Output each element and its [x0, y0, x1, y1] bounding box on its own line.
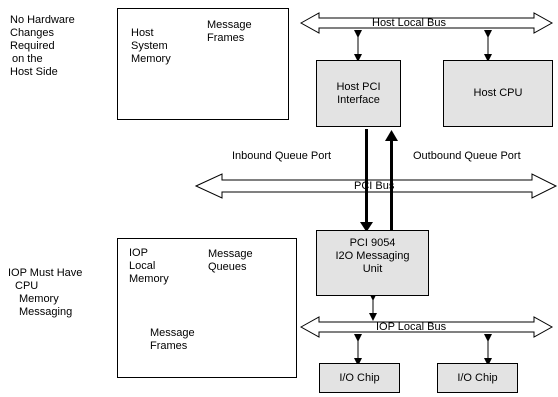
- iop-local-bus-label: IOP Local Bus: [376, 321, 447, 333]
- iop-queues-label: Message Queues: [208, 248, 253, 274]
- host-pci-interface-box: [316, 60, 401, 127]
- iop-memory-title-line: IOP: [129, 247, 148, 259]
- note-line: Host Side: [10, 66, 58, 78]
- pci-bus-label: PCI Bus: [354, 180, 395, 192]
- host-frames-label-line: Frames: [207, 32, 245, 44]
- outbound-queue-port-label: Outbound Queue Port: [413, 150, 521, 162]
- iop-frames-label: Message Frames: [150, 327, 195, 353]
- iop-local-bus: [299, 316, 554, 338]
- host-memory-title: Host System Memory: [131, 27, 171, 66]
- host-memory-title-line: Memory: [131, 53, 171, 65]
- iop-memory-title-line: Local: [129, 260, 156, 272]
- inbound-queue-port-label: Inbound Queue Port: [232, 150, 332, 162]
- host-local-bus: [299, 12, 554, 34]
- pci-bus: [194, 173, 558, 199]
- note-line: Memory: [19, 293, 59, 305]
- host-cpu-box: [443, 60, 553, 127]
- pci9054-label: PCI 9054 I2O Messaging Unit: [316, 237, 429, 276]
- host-pci-label-line: Host PCI: [336, 81, 381, 93]
- note-line: on the: [12, 53, 43, 65]
- iop-queues-label-line: Queues: [208, 261, 247, 273]
- host-system-memory-box: [117, 8, 289, 120]
- note-line: Messaging: [19, 306, 73, 318]
- iop-queues-label-line: Message: [208, 248, 253, 260]
- iop-memory-title: IOP Local Memory: [129, 247, 169, 286]
- io-chip-1-label: I/O Chip: [339, 372, 380, 384]
- host-bus-connectors: [354, 30, 492, 62]
- host-memory-title-line: System: [131, 40, 168, 52]
- host-cpu-label: Host CPU: [473, 87, 523, 99]
- iop-frames-label-line: Message: [150, 327, 195, 339]
- note-line: No Hardware: [10, 14, 75, 26]
- host-local-bus-label: Host Local Bus: [372, 17, 446, 29]
- outbound-queue-arrow: [385, 130, 398, 234]
- pci9054-label-line: I2O Messaging: [335, 250, 410, 262]
- io-chip-1-box: [319, 363, 400, 393]
- iop-bus-connectors: [354, 293, 492, 366]
- host-pci-label-line: Interface: [337, 94, 380, 106]
- host-pci-interface-label: Host PCI Interface: [316, 81, 401, 107]
- iop-frames-label-line: Frames: [150, 340, 188, 352]
- host-frames-label: Message Frames: [207, 19, 252, 45]
- host-memory-title-line: Host: [131, 27, 154, 39]
- pci9054-box: [316, 230, 429, 296]
- io-chip-2-box: [437, 363, 518, 393]
- note-line: CPU: [15, 280, 39, 292]
- iop-memory-title-line: Memory: [129, 273, 169, 285]
- note-line: Required: [10, 40, 55, 52]
- iop-side-note: IOP Must Have CPU Memory Messaging: [8, 267, 82, 319]
- host-frames-label-line: Message: [207, 19, 252, 31]
- pci9054-label-line: Unit: [362, 263, 383, 275]
- iop-local-memory-box: [117, 238, 297, 378]
- io-chip-2-label: I/O Chip: [457, 372, 498, 384]
- host-side-note: No Hardware Changes Required on the Host…: [10, 14, 75, 79]
- pci9054-label-line: PCI 9054: [349, 237, 396, 249]
- note-line: IOP Must Have: [8, 267, 83, 279]
- note-line: Changes: [10, 27, 55, 39]
- inbound-queue-arrow: [360, 129, 373, 232]
